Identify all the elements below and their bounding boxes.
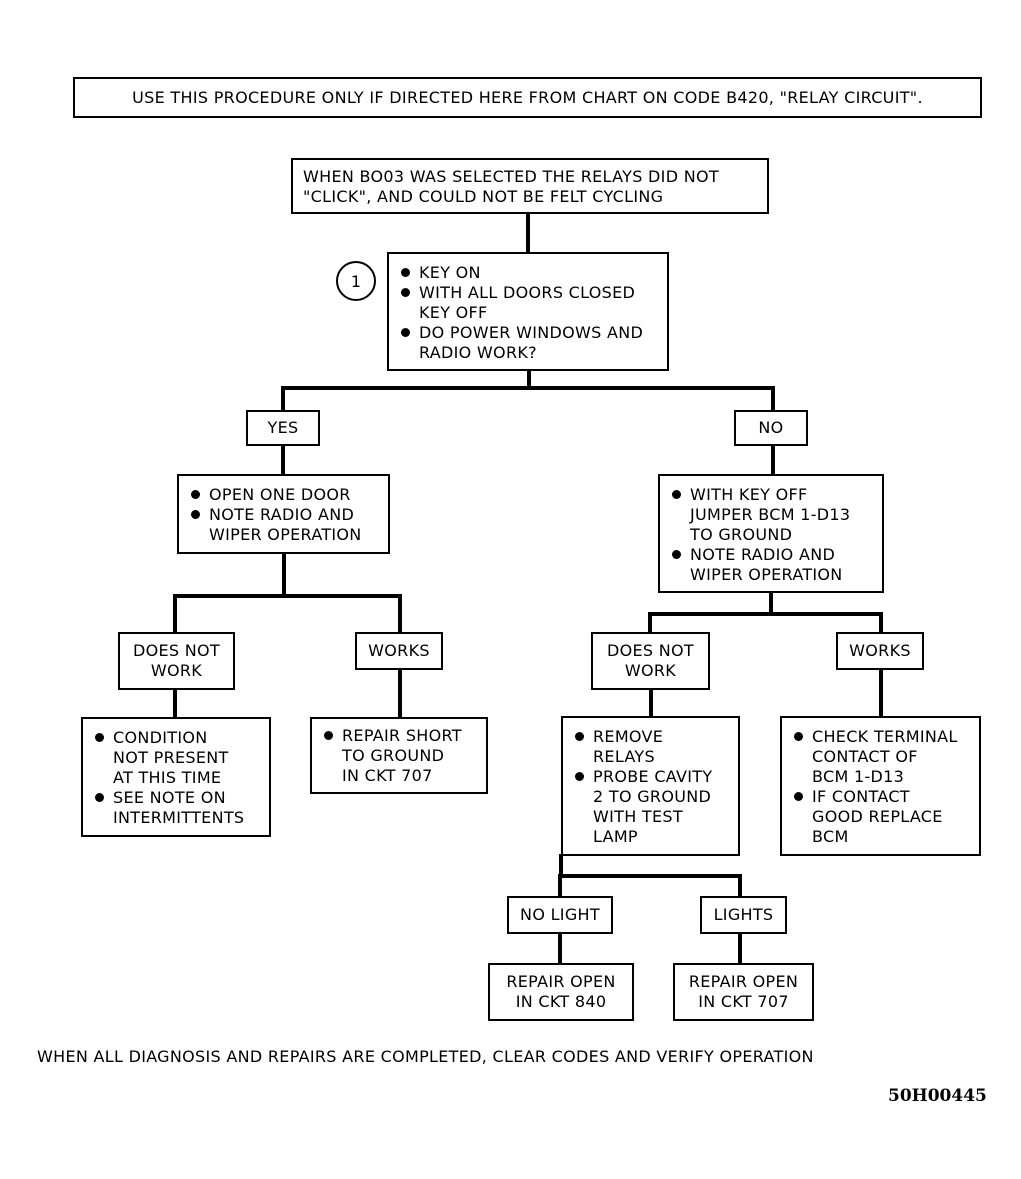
connector-line: [879, 668, 883, 718]
repair-open-ckt-840-box: REPAIR OPEN IN CKT 840: [488, 963, 634, 1021]
connector-line: [281, 386, 775, 390]
connector-line: [558, 874, 562, 898]
figure-id: 50H00445: [888, 1086, 987, 1106]
start-condition-box: WHEN BO03 WAS SELECTED THE RELAYS DID NO…: [291, 158, 769, 214]
header-note-text: USE THIS PROCEDURE ONLY IF DIRECTED HERE…: [132, 87, 923, 107]
no-works-label: WORKS: [836, 632, 924, 670]
see-note-bullet: SEE NOTE ON INTERMITTENTS: [93, 788, 259, 828]
connector-line: [648, 612, 883, 616]
branch-yes-label: YES: [246, 410, 320, 446]
start-condition-line-2: "CLICK", AND COULD NOT BE FELT CYCLING: [303, 187, 664, 206]
connector-line: [398, 668, 402, 719]
connector-line: [173, 594, 177, 634]
no-dnw-action-box: REMOVE RELAYS PROBE CAVITY 2 TO GROUND W…: [561, 716, 740, 856]
step-1-bullet-doors-closed: WITH ALL DOORS CLOSED KEY OFF: [399, 283, 657, 323]
step-1-bullet-question: DO POWER WINDOWS AND RADIO WORK?: [399, 323, 657, 363]
connector-line: [281, 444, 285, 475]
connector-line: [281, 386, 285, 412]
connector-line: [173, 688, 177, 719]
branch-no-label: NO: [734, 410, 808, 446]
yes-test-bullet-note-radio: NOTE RADIO AND WIPER OPERATION: [189, 505, 378, 545]
no-does-not-work-label: DOES NOT WORK: [591, 632, 710, 690]
check-terminal-bullet: CHECK TERMINAL CONTACT OF BCM 1-D13: [792, 727, 969, 787]
yes-does-not-work-label: DOES NOT WORK: [118, 632, 235, 690]
header-note-box: USE THIS PROCEDURE ONLY IF DIRECTED HERE…: [73, 77, 982, 118]
no-light-label: NO LIGHT: [507, 896, 613, 934]
connector-line: [879, 612, 883, 634]
connector-line: [771, 444, 775, 475]
step-1-bullet-key-on: KEY ON: [399, 263, 657, 283]
replace-bcm-bullet: IF CONTACT GOOD REPLACE BCM: [792, 787, 969, 847]
connector-line: [558, 932, 562, 964]
connector-line: [771, 386, 775, 412]
remove-relays-bullet: REMOVE RELAYS: [573, 727, 728, 767]
step-1-marker: 1: [336, 261, 376, 301]
connector-line: [738, 932, 742, 964]
probe-cavity-bullet: PROBE CAVITY 2 TO GROUND WITH TEST LAMP: [573, 767, 728, 847]
connector-line: [649, 688, 653, 718]
connector-line: [526, 213, 530, 253]
yes-test-box: OPEN ONE DOOR NOTE RADIO AND WIPER OPERA…: [177, 474, 390, 554]
no-works-action-box: CHECK TERMINAL CONTACT OF BCM 1-D13 IF C…: [780, 716, 981, 856]
connector-line: [738, 874, 742, 898]
footer-note: WHEN ALL DIAGNOSIS AND REPAIRS ARE COMPL…: [37, 1047, 814, 1066]
start-condition-line-1: WHEN BO03 WAS SELECTED THE RELAYS DID NO…: [303, 167, 719, 186]
no-test-bullet-jumper: WITH KEY OFF JUMPER BCM 1-D13 TO GROUND: [670, 485, 872, 545]
connector-line: [558, 874, 742, 878]
repair-short-bullet: REPAIR SHORT TO GROUND IN CKT 707: [322, 726, 476, 786]
lights-label: LIGHTS: [700, 896, 787, 934]
step-1-box: KEY ON WITH ALL DOORS CLOSED KEY OFF DO …: [387, 252, 669, 371]
connector-line: [769, 592, 773, 614]
connector-line: [398, 594, 402, 634]
no-test-box: WITH KEY OFF JUMPER BCM 1-D13 TO GROUND …: [658, 474, 884, 593]
connector-line: [648, 612, 652, 634]
condition-not-present-bullet: CONDITION NOT PRESENT AT THIS TIME: [93, 728, 259, 788]
yes-works-label: WORKS: [355, 632, 443, 670]
yes-test-bullet-open-door: OPEN ONE DOOR: [189, 485, 378, 505]
step-1-marker-label: 1: [350, 271, 362, 291]
connector-line: [527, 370, 531, 388]
yes-works-action-box: REPAIR SHORT TO GROUND IN CKT 707: [310, 717, 488, 794]
no-test-bullet-note-radio: NOTE RADIO AND WIPER OPERATION: [670, 545, 872, 585]
repair-open-ckt-707-box: REPAIR OPEN IN CKT 707: [673, 963, 814, 1021]
yes-dnw-action-box: CONDITION NOT PRESENT AT THIS TIME SEE N…: [81, 717, 271, 837]
connector-line: [282, 552, 286, 598]
connector-line: [173, 594, 402, 598]
connector-line: [559, 854, 563, 878]
